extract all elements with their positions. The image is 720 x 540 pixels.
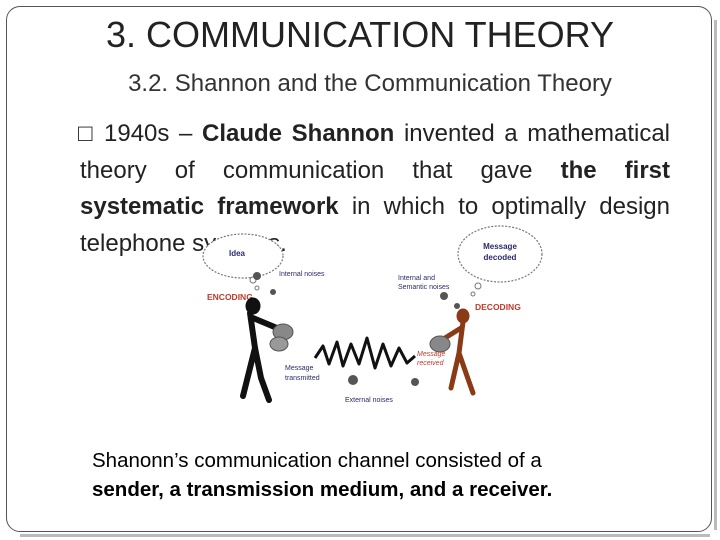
decoding-label: DECODING (475, 302, 521, 312)
bullet-name: Claude Shannon (202, 120, 394, 147)
svg-text:decoded: decoded (484, 253, 517, 262)
sender-figure (243, 298, 293, 400)
transmission-wave (315, 338, 415, 368)
svg-text:Message: Message (417, 351, 446, 358)
external-noises-label: External noises (345, 397, 393, 404)
svg-text:Message: Message (285, 365, 314, 372)
svg-text:received: received (417, 360, 445, 367)
caption-line-1: Shanonn’s communication channel consiste… (92, 446, 692, 475)
internal-noises-label: Internal noises (279, 271, 325, 278)
caption-line-2: sender, a transmission medium, and a rec… (92, 475, 692, 504)
idea-bubble: Idea (203, 234, 283, 290)
svg-text:transmitted: transmitted (285, 375, 320, 382)
caption: Shanonn’s communication channel consiste… (92, 446, 692, 504)
svg-text:Internal and: Internal and (398, 275, 435, 282)
svg-text:Message: Message (483, 242, 517, 251)
encoding-label: ENCODING (207, 292, 253, 302)
slide-subtitle: 3.2. Shannon and the Communication Theor… (0, 70, 720, 98)
communication-diagram: Idea Message decoded Internal noises Int… (195, 218, 550, 418)
bullet-box-icon: □ (78, 116, 93, 153)
slide-title: 3. COMMUNICATION THEORY (0, 14, 720, 56)
svg-text:Semantic noises: Semantic noises (398, 284, 450, 291)
decoded-bubble: Message decoded (458, 226, 542, 296)
bullet-year: 1940s – (104, 120, 202, 147)
frame-shadow-bottom (20, 534, 710, 537)
idea-label: Idea (229, 249, 246, 258)
